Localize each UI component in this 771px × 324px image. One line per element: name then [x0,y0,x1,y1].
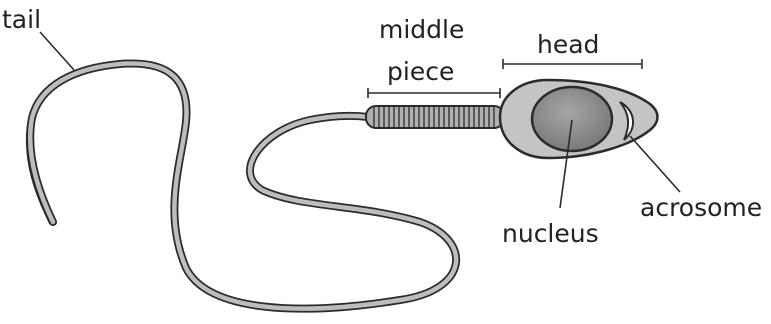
label-tail: tail [2,5,41,34]
label-middle-piece-line1: middle [379,15,464,44]
nucleus-shape [532,87,612,151]
label-acrosome: acrosome [640,193,762,222]
label-head: head [537,30,599,59]
head [500,80,658,158]
tail [27,63,457,308]
label-middle-piece-line2: piece [387,57,454,86]
label-nucleus: nucleus [502,219,599,248]
middle-piece [366,106,504,128]
